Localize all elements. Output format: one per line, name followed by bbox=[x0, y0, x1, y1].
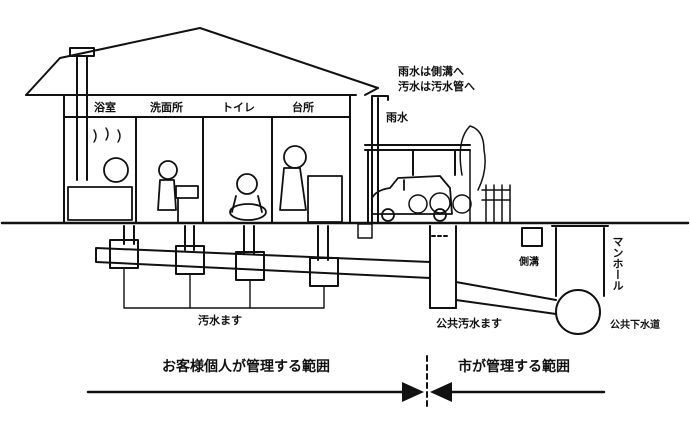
label-private-scope: お客様個人が管理する範囲 bbox=[162, 359, 330, 375]
basin-bracket bbox=[123, 267, 325, 309]
label-bath: 浴室 bbox=[94, 101, 116, 114]
label-kitchen: 台所 bbox=[292, 101, 314, 114]
house-roof bbox=[25, 27, 379, 96]
public-catch-basin bbox=[429, 225, 457, 309]
person-toilet bbox=[229, 173, 267, 221]
side-ditch bbox=[521, 227, 543, 247]
label-washroom: 洗面所 bbox=[150, 101, 183, 114]
arrow-head-left bbox=[430, 382, 452, 402]
catch-basin-boxes bbox=[109, 239, 339, 287]
label-toilet: トイレ bbox=[222, 101, 255, 114]
label-public-sewer: 公共下水道 bbox=[610, 320, 660, 331]
manhole bbox=[551, 225, 609, 335]
garden-shrubs bbox=[408, 125, 486, 223]
label-rain-note-1: 雨水は側溝へ bbox=[398, 65, 464, 78]
chimney bbox=[69, 47, 95, 181]
garden-fence bbox=[481, 184, 511, 223]
connection-pipe bbox=[455, 281, 557, 315]
label-private-catch-basin: 汚水ます bbox=[198, 314, 242, 327]
rain-downpipe bbox=[357, 95, 389, 239]
carport bbox=[364, 144, 471, 223]
label-side-ditch: 側溝 bbox=[519, 257, 539, 268]
person-kitchen bbox=[279, 145, 343, 223]
arrow-head-right bbox=[402, 382, 424, 402]
label-public-catch-basin: 公共汚水ます bbox=[436, 317, 502, 330]
label-manhole: マンホール bbox=[611, 236, 624, 291]
label-city-scope: 市が管理する範囲 bbox=[458, 359, 570, 375]
person-washroom bbox=[157, 160, 199, 223]
label-rainwater: 雨水 bbox=[386, 111, 408, 124]
house-walls bbox=[63, 94, 351, 223]
car bbox=[371, 175, 453, 222]
person-bath bbox=[67, 127, 133, 221]
label-rain-note-2: 汚水は汚水管へ bbox=[398, 80, 475, 93]
responsibility-arrows bbox=[86, 355, 606, 409]
